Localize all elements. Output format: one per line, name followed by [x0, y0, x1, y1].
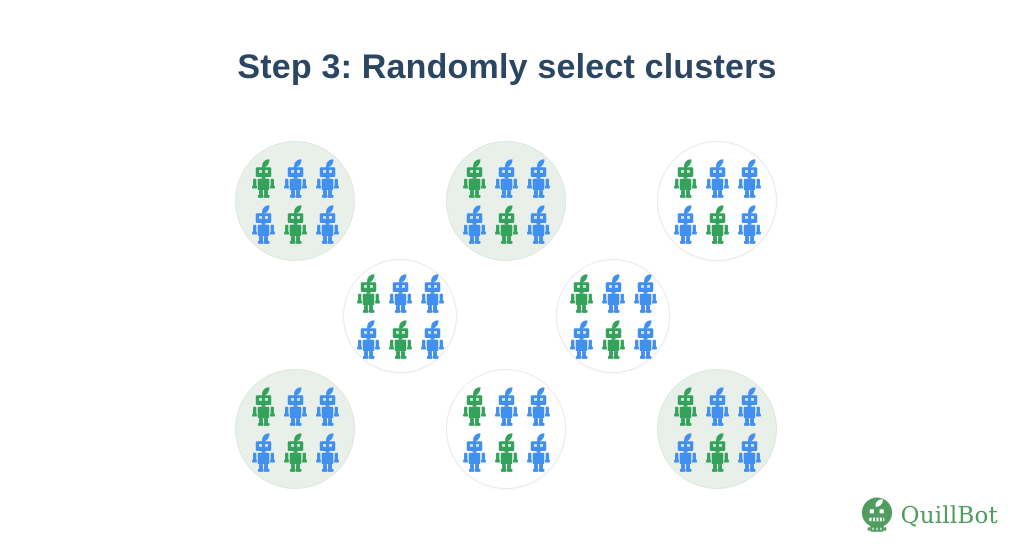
- robot-icon-green: [386, 319, 415, 360]
- robot-grid: [669, 158, 765, 245]
- robot-icon-blue: [671, 432, 700, 473]
- robot-icon-blue: [313, 204, 342, 245]
- robot-icon-green: [703, 432, 732, 473]
- robot-icon-green: [492, 432, 521, 473]
- robot-grid: [565, 273, 661, 360]
- robot-icon-blue: [313, 386, 342, 427]
- robot-icon-blue: [524, 386, 553, 427]
- robot-icon-blue: [418, 319, 447, 360]
- robot-icon-blue: [354, 319, 383, 360]
- robot-icon-green: [671, 158, 700, 199]
- robot-icon-blue: [735, 432, 764, 473]
- robot-icon-blue: [281, 386, 310, 427]
- robot-icon-green: [249, 386, 278, 427]
- robot-icon-blue: [386, 273, 415, 314]
- robot-icon-blue: [249, 204, 278, 245]
- robot-icon-blue: [492, 386, 521, 427]
- page-title: Step 3: Randomly select clusters: [237, 48, 777, 86]
- robot-icon-blue: [524, 204, 553, 245]
- robot-grid: [352, 273, 448, 360]
- cluster-bottom-right-selected: [657, 369, 777, 489]
- cluster-middle-right: [556, 259, 670, 373]
- robot-icon-blue: [249, 432, 278, 473]
- robot-icon-blue: [567, 319, 596, 360]
- quillbot-logo: QuillBot: [860, 497, 998, 534]
- robot-icon-green: [281, 204, 310, 245]
- robot-grid: [458, 158, 554, 245]
- cluster-middle-left: [343, 259, 457, 373]
- robot-icon-green: [460, 158, 489, 199]
- cluster-bottom-center: [446, 369, 566, 489]
- cluster-top-right: [657, 141, 777, 261]
- robot-icon-green: [567, 273, 596, 314]
- robot-icon-blue: [703, 386, 732, 427]
- robot-icon-blue: [631, 319, 660, 360]
- robot-grid: [247, 158, 343, 245]
- robot-icon-blue: [524, 158, 553, 199]
- robot-icon-blue: [524, 432, 553, 473]
- robot-icon-blue: [313, 432, 342, 473]
- robot-icon-blue: [460, 204, 489, 245]
- robot-icon-blue: [492, 158, 521, 199]
- robot-grid: [458, 386, 554, 473]
- quillbot-robot-icon: [860, 497, 894, 534]
- robot-icon-green: [460, 386, 489, 427]
- robot-icon-blue: [735, 204, 764, 245]
- cluster-bottom-left-selected: [235, 369, 355, 489]
- robot-icon-blue: [703, 158, 732, 199]
- robot-icon-blue: [281, 158, 310, 199]
- robot-icon-blue: [735, 158, 764, 199]
- robot-icon-blue: [735, 386, 764, 427]
- robot-icon-blue: [671, 204, 700, 245]
- robot-icon-blue: [599, 273, 628, 314]
- robot-icon-green: [354, 273, 383, 314]
- robot-icon-green: [703, 204, 732, 245]
- robot-icon-green: [249, 158, 278, 199]
- robot-grid: [247, 386, 343, 473]
- robot-icon-blue: [313, 158, 342, 199]
- robot-icon-blue: [460, 432, 489, 473]
- brand-wordmark: QuillBot: [900, 502, 998, 529]
- robot-grid: [669, 386, 765, 473]
- cluster-top-center-selected: [446, 141, 566, 261]
- robot-icon-green: [281, 432, 310, 473]
- cluster-top-left-selected: [235, 141, 355, 261]
- robot-icon-green: [599, 319, 628, 360]
- robot-icon-blue: [631, 273, 660, 314]
- robot-icon-blue: [418, 273, 447, 314]
- robot-icon-green: [671, 386, 700, 427]
- robot-icon-green: [492, 204, 521, 245]
